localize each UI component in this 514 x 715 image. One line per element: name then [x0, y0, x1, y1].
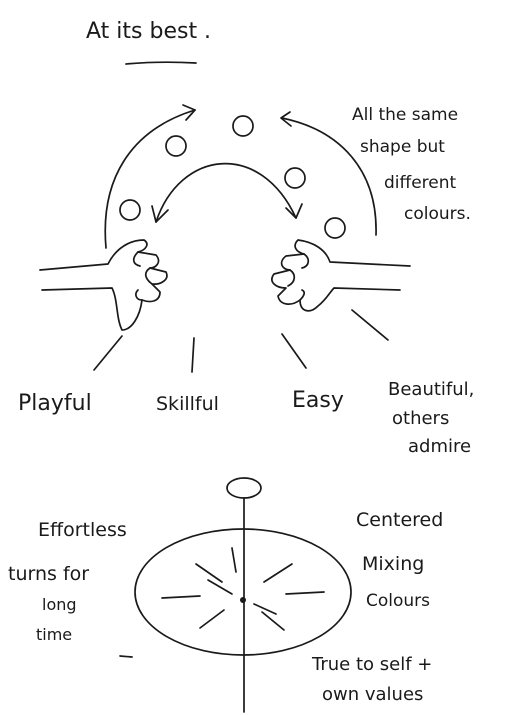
left-hand-icon — [40, 240, 167, 330]
spin-lines — [162, 548, 324, 630]
arrow-head-inner-right-icon — [286, 204, 302, 218]
juggling-balls — [120, 116, 345, 238]
ball-2 — [233, 116, 253, 136]
note-centered: Centered — [356, 509, 443, 531]
note-effortless: Effortless — [38, 519, 127, 541]
stray-mark — [120, 656, 132, 657]
pointer-easy — [282, 334, 306, 368]
outer-arc-left — [105, 110, 195, 248]
spinner-handle — [227, 478, 261, 498]
arrow-head-inner-left-icon — [152, 206, 168, 222]
pointer-skillful — [192, 338, 194, 372]
pointer-playful — [94, 336, 122, 370]
ball-3 — [285, 168, 305, 188]
inner-arc — [156, 164, 296, 222]
note-true-to-self: True to self + — [311, 654, 432, 675]
page-title: At its best . — [86, 19, 211, 44]
note-same-shape: All the same shape but different colours… — [352, 105, 471, 224]
svg-text:colours.: colours. — [404, 204, 471, 224]
note-turns-for: turns for — [8, 563, 89, 585]
ball-5 — [325, 218, 345, 238]
note-colours: Colours — [366, 591, 430, 611]
note-long: long — [42, 595, 77, 614]
ball-1 — [166, 136, 186, 156]
note-own-values: own values — [322, 684, 423, 705]
svg-text:Beautiful,: Beautiful, — [388, 379, 474, 400]
svg-text:different: different — [384, 173, 457, 193]
trait-easy: Easy — [292, 388, 344, 413]
svg-text:shape but: shape but — [360, 137, 445, 157]
pointer-beautiful — [352, 310, 388, 340]
trait-skillful: Skillful — [156, 393, 219, 415]
right-hand-icon — [272, 240, 410, 311]
ball-4 — [120, 200, 140, 220]
svg-text:All the same: All the same — [352, 105, 458, 125]
svg-text:admire: admire — [408, 436, 471, 457]
trait-beautiful: Beautiful, others admire — [388, 379, 474, 457]
title-underline — [126, 62, 196, 64]
note-time: time — [36, 625, 72, 644]
note-mixing: Mixing — [362, 553, 424, 575]
svg-text:others: others — [392, 408, 449, 429]
plate-center — [240, 597, 246, 603]
trait-playful: Playful — [18, 391, 92, 416]
